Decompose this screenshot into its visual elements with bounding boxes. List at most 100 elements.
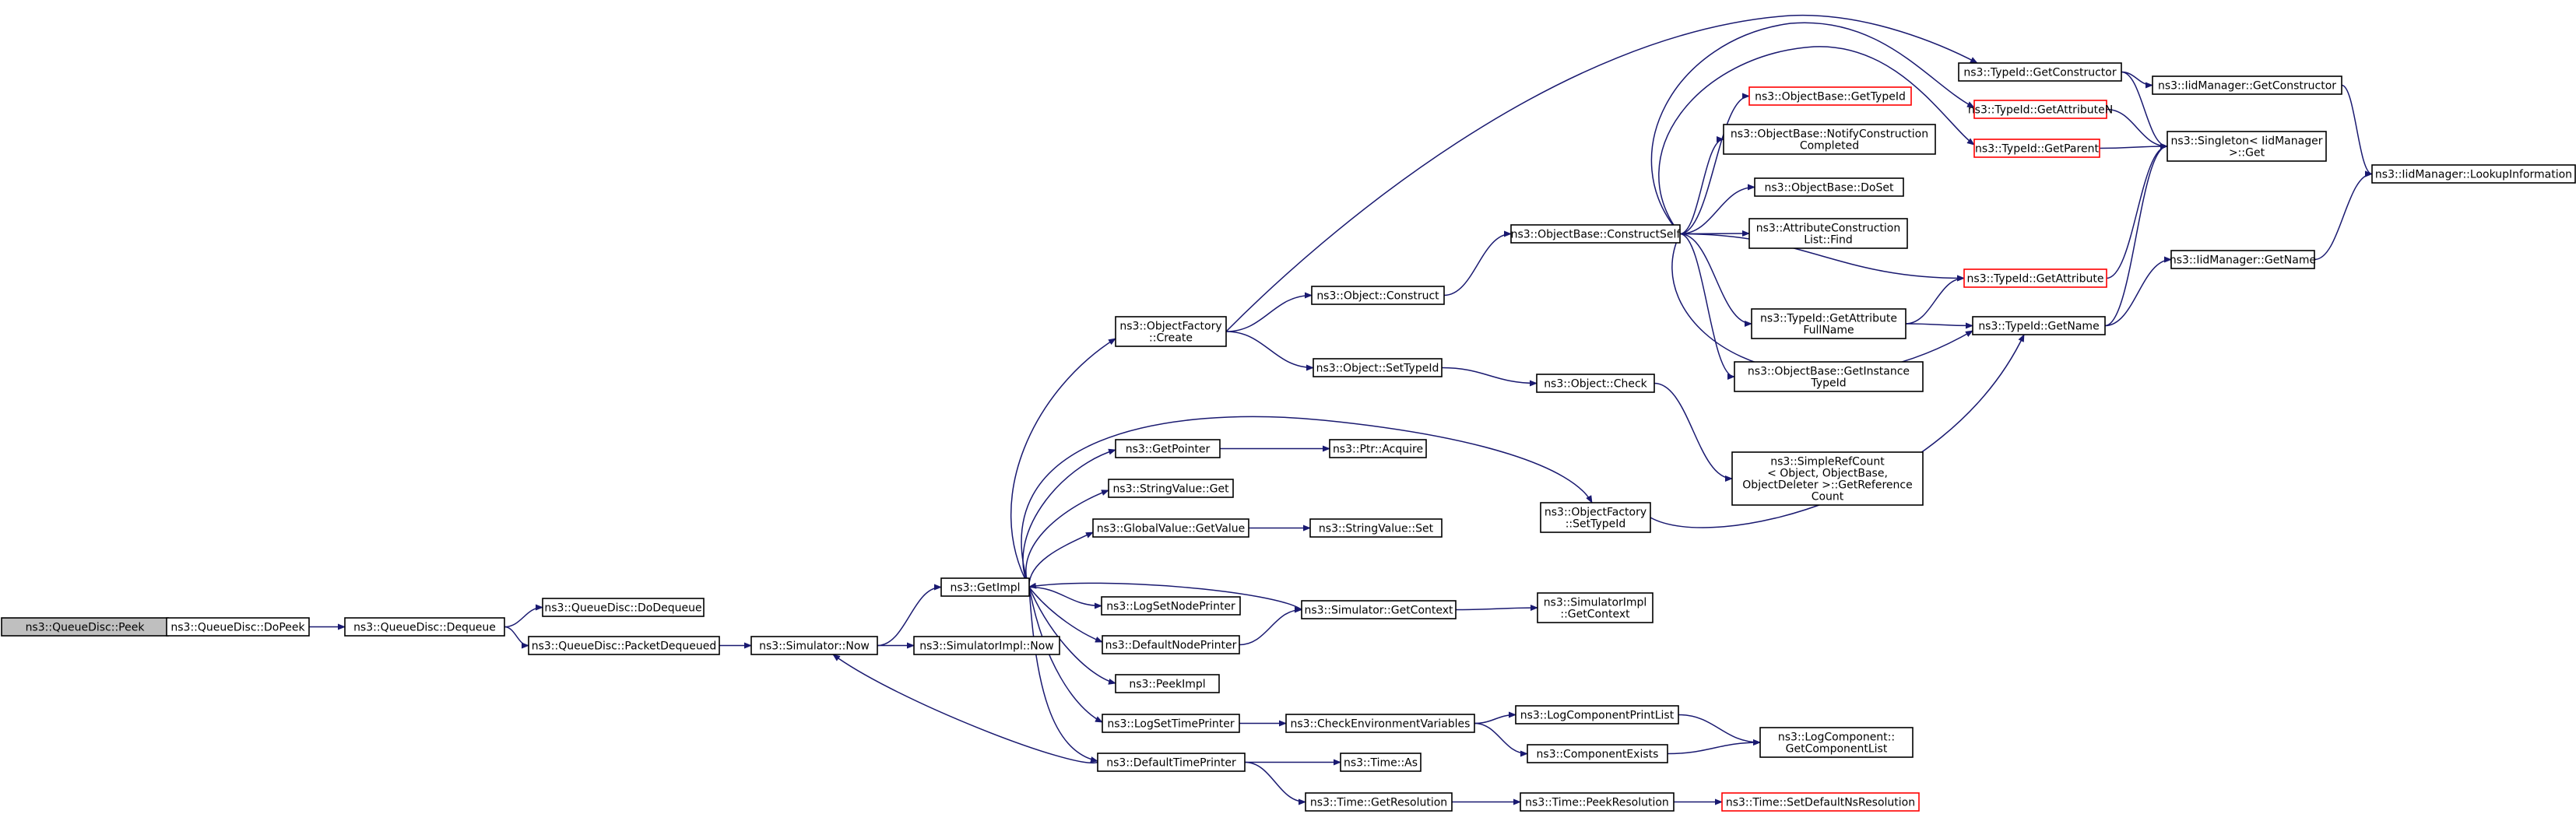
edge-constructself-to-obgetinstance: [1679, 233, 1735, 380]
node-box: [1963, 268, 2107, 288]
node-box: [1536, 374, 1655, 393]
node-label: ns3::LogComponent::: [1778, 732, 1895, 744]
node-constructself[interactable]: ns3::ObjectBase::ConstructSelf: [1510, 224, 1682, 244]
node-tidgetattrn[interactable]: ns3::TypeId::GetAttributeN: [1968, 100, 2113, 119]
node-stringset[interactable]: ns3::StringValue::Set: [1309, 518, 1443, 538]
node-label: ns3::GetPointer: [1126, 444, 1211, 456]
node-box: [2152, 75, 2342, 95]
node-defaultnode[interactable]: ns3::DefaultNodePrinter: [1102, 635, 1240, 654]
node-ofcreate[interactable]: ns3::ObjectFactory::Create: [1115, 316, 1227, 347]
node-ptracquire[interactable]: ns3::Ptr::Acquire: [1329, 439, 1427, 458]
node-label: ns3::GlobalValue::GetValue: [1097, 523, 1245, 535]
node-objconstruct[interactable]: ns3::Object::Construct: [1311, 286, 1445, 305]
node-simplerefcount[interactable]: ns3::SimpleRefCount< Object, ObjectBase,…: [1731, 451, 1924, 506]
node-label: GetComponentList: [1786, 743, 1888, 756]
node-box: [913, 636, 1060, 655]
node-logprintlist[interactable]: ns3::LogComponentPrintList: [1515, 705, 1679, 725]
node-dopeek[interactable]: ns3::QueueDisc::DoPeek: [166, 617, 310, 637]
node-peekimpl[interactable]: ns3::PeekImpl: [1115, 674, 1220, 693]
node-setdefres[interactable]: ns3::Time::SetDefaultNsResolution: [1721, 792, 1920, 812]
node-obgettypeid[interactable]: ns3::ObjectBase::GetTypeId: [1748, 86, 1912, 106]
node-simimplnow[interactable]: ns3::SimulatorImpl::Now: [913, 636, 1060, 655]
node-box: [1092, 518, 1249, 538]
node-timegetres[interactable]: ns3::Time::GetResolution: [1305, 792, 1453, 812]
node-label: ObjectDeleter >::GetReference: [1742, 479, 1912, 492]
node-checkenv[interactable]: ns3::CheckEnvironmentVariables: [1285, 714, 1475, 733]
edge-constructself-to-tidgetattrn: [1650, 22, 1975, 234]
node-label: ns3::QueueDisc::PacketDequeued: [532, 640, 717, 653]
node-label: ns3::DefaultTimePrinter: [1106, 757, 1236, 770]
node-simnow[interactable]: ns3::Simulator::Now: [750, 636, 878, 655]
node-tidgetctor[interactable]: ns3::TypeId::GetConstructor: [1958, 62, 2122, 82]
node-label: ns3::Simulator::Now: [759, 640, 870, 653]
node-tidgetname[interactable]: ns3::TypeId::GetName: [1972, 316, 2106, 335]
node-label: ns3::ObjectBase::GetInstance: [1748, 366, 1910, 378]
node-label: ns3::LogSetTimePrinter: [1107, 718, 1235, 731]
node-packetdequeued[interactable]: ns3::QueueDisc::PacketDequeued: [528, 636, 720, 655]
edge-tidgetattr-to-singleton: [2106, 143, 2168, 279]
node-objsettypeid[interactable]: ns3::Object::SetTypeId: [1313, 358, 1443, 377]
node-doset[interactable]: ns3::ObjectBase::DoSet: [1754, 177, 1904, 197]
node-logsetnode[interactable]: ns3::LogSetNodePrinter: [1101, 596, 1241, 616]
edge-tidgetattrfull-to-tidgetname: [1905, 322, 1973, 329]
node-getpointer[interactable]: ns3::GetPointer: [1115, 439, 1221, 458]
node-tidgetattr[interactable]: ns3::TypeId::GetAttribute: [1963, 268, 2107, 288]
node-box: [1309, 518, 1443, 538]
node-box: [2167, 131, 2327, 162]
edge-simgetcontext-to-simimplctx: [1455, 605, 1538, 612]
node-iidgetname[interactable]: ns3::IidManager::GetName: [2170, 250, 2316, 269]
node-simimplctx[interactable]: ns3::SimulatorImpl::GetContext: [1537, 592, 1653, 623]
node-label: List::Find: [1804, 234, 1853, 247]
node-label: ns3::Time::As: [1344, 757, 1418, 770]
node-label: ns3::GetImpl: [950, 582, 1020, 595]
node-peekres[interactable]: ns3::Time::PeekResolution: [1520, 792, 1675, 812]
node-box: [1515, 705, 1679, 725]
node-getimpl[interactable]: ns3::GetImpl: [940, 577, 1030, 597]
node-globalget[interactable]: ns3::GlobalValue::GetValue: [1092, 518, 1249, 538]
node-getcomplist[interactable]: ns3::LogComponent::GetComponentList: [1759, 727, 1914, 758]
edge-constructself-to-tidgetname: [1671, 233, 1973, 374]
node-box: [1311, 286, 1445, 305]
node-label: FullName: [1803, 325, 1854, 337]
node-iidgetctor[interactable]: ns3::IidManager::GetConstructor: [2152, 75, 2342, 95]
node-notifycc[interactable]: ns3::ObjectBase::NotifyConstructionCompl…: [1723, 124, 1936, 155]
node-dequeue[interactable]: ns3::QueueDisc::Dequeue: [344, 617, 505, 637]
edge-objcheck-to-simplerefcount: [1653, 382, 1733, 482]
node-label: ns3::Singleton< IidManager: [2171, 135, 2323, 148]
node-dodequeue[interactable]: ns3::QueueDisc::DoDequeue: [542, 598, 705, 617]
node-box: [940, 577, 1030, 597]
node-label: Completed: [1800, 140, 1859, 153]
node-defaulttime[interactable]: ns3::DefaultTimePrinter: [1097, 753, 1246, 772]
node-box: [1115, 316, 1227, 347]
node-simgetcontext[interactable]: ns3::Simulator::GetContext: [1301, 600, 1457, 619]
node-objcheck[interactable]: ns3::Object::Check: [1536, 374, 1655, 393]
edge-iidgetname-to-iidlookup: [2314, 170, 2373, 261]
edge-defaulttime-to-timegetres: [1244, 761, 1306, 805]
node-ofsettypeid[interactable]: ns3::ObjectFactory::SetTypeId: [1540, 502, 1651, 533]
node-label: ns3::ComponentExists: [1537, 749, 1659, 761]
edge-constructself-to-tidgetattr: [1679, 233, 1965, 282]
node-peek[interactable]: ns3::QueueDisc::Peek: [1, 617, 169, 637]
node-label: ns3::QueueDisc::DoPeek: [170, 622, 305, 634]
node-label: ns3::ObjectBase::GetTypeId: [1755, 91, 1906, 104]
node-logsettime[interactable]: ns3::LogSetTimePrinter: [1102, 714, 1240, 733]
node-box: [1340, 753, 1422, 772]
node-label: ns3::QueueDisc::Dequeue: [353, 622, 496, 634]
node-label: ns3::DefaultNodePrinter: [1105, 640, 1237, 652]
node-iidlookup[interactable]: ns3::IidManager::LookupInformation: [2371, 164, 2576, 184]
node-stringget[interactable]: ns3::StringValue::Get: [1108, 479, 1234, 498]
node-box: [1097, 753, 1246, 772]
node-box: [1102, 714, 1240, 733]
node-label: ns3::SimulatorImpl: [1544, 597, 1647, 609]
node-timeas[interactable]: ns3::Time::As: [1340, 753, 1422, 772]
node-tidgetparent[interactable]: ns3::TypeId::GetParent: [1973, 139, 2100, 158]
node-label: ns3::TypeId::GetAttribute: [1967, 273, 2104, 286]
edge-dequeue-to-dodequeue: [504, 604, 543, 628]
node-label: ns3::Time::GetResolution: [1310, 797, 1447, 809]
node-singleton[interactable]: ns3::Singleton< IidManager >::Get: [2167, 131, 2327, 162]
node-box: [1108, 479, 1234, 498]
node-compexists[interactable]: ns3::ComponentExists: [1527, 744, 1668, 763]
